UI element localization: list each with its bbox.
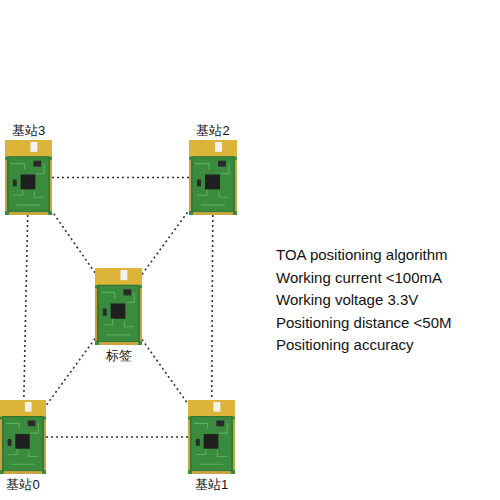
station-name: 标签 — [65, 348, 172, 363]
spec-text: TOA positioning algorithm — [276, 244, 500, 267]
module-board — [189, 140, 237, 215]
uwb-module: 基站2 — [189, 140, 237, 215]
module-board — [188, 400, 235, 474]
uwb-module: 基站0 — [0, 400, 46, 474]
spec-text: Positioning distance <50M — [276, 312, 500, 335]
module-board — [5, 140, 52, 215]
module-board — [95, 268, 142, 345]
module-board — [189, 140, 237, 215]
dotted-link — [52, 177, 189, 179]
module-board — [0, 400, 46, 474]
dotted-link — [46, 436, 188, 438]
station-name: 基站1 — [158, 477, 265, 492]
dotted-link — [46, 339, 95, 406]
dotted-link — [142, 210, 189, 274]
dotted-link — [212, 215, 213, 400]
dotted-link — [52, 211, 95, 273]
station-name: 基站0 — [0, 477, 76, 492]
module-board — [95, 268, 142, 345]
spec-text: Positioning accuracy — [276, 334, 500, 357]
spec-text: Working voltage 3.3V — [276, 289, 500, 312]
spec-list: TOA positioning algorithmWorking current… — [276, 244, 500, 357]
spec-text: Working current <100mA — [276, 267, 500, 290]
module-board — [5, 140, 52, 215]
dotted-link — [24, 215, 28, 400]
dotted-link — [142, 339, 188, 404]
module-board — [0, 400, 46, 474]
uwb-module: 标签 — [95, 268, 142, 345]
module-board — [188, 400, 235, 474]
uwb-module: 基站1 — [188, 400, 235, 474]
uwb-module: 基站3 — [5, 140, 52, 215]
station-name: 基站3 — [0, 123, 82, 138]
station-name: 基站2 — [159, 123, 267, 138]
